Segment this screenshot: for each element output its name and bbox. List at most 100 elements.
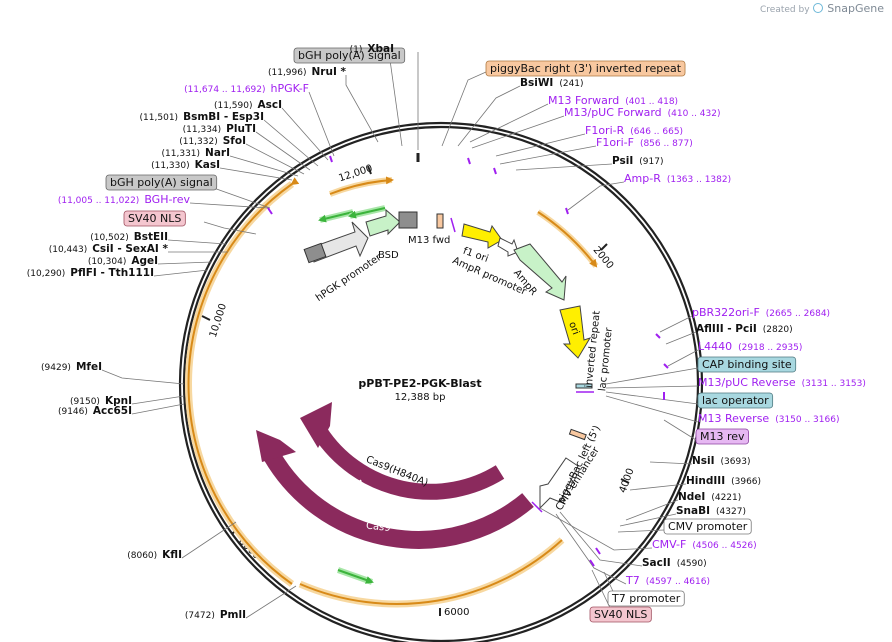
site-coordinate: (4506 .. 4526) xyxy=(692,541,756,551)
snapgene-branding: Created by SnapGene xyxy=(760,2,884,15)
annotation-piggybac-right-3-inverted-repeat: piggyBac right (3') inverted repeat xyxy=(485,60,686,77)
amp-primer-arc xyxy=(536,209,599,268)
feature-box xyxy=(485,60,686,77)
tick-label-10000: 10,000 xyxy=(208,302,229,339)
annotation-f1ori-f: F1ori-F(856 .. 877) xyxy=(596,136,693,149)
primer-name: M13 Reverse xyxy=(698,412,769,425)
outer-orange-arc-left-line xyxy=(187,177,300,585)
site-coordinate: (241) xyxy=(559,79,583,89)
feature-label: lac operator xyxy=(702,394,769,407)
leader-line xyxy=(153,269,209,277)
cas9-arrow-body xyxy=(264,451,534,549)
leader-line xyxy=(495,133,586,157)
lac-operator-block xyxy=(575,383,593,389)
site-coordinate: (2918 .. 2935) xyxy=(738,343,802,353)
annotation-kpni: KpnI(9150) xyxy=(70,395,132,407)
leader-line xyxy=(555,513,627,585)
outer-annotation-labels: bGH poly(A) signal XbaI (1) piggyBac right … xyxy=(27,43,866,623)
site-coordinate: (9146) xyxy=(58,407,88,417)
leader-line xyxy=(229,155,299,177)
annotation-snabi: SnaBI(4327) xyxy=(676,505,746,517)
enzyme-name: SacII xyxy=(642,557,671,569)
leader-line xyxy=(539,507,653,551)
site-coordinate: (1) xyxy=(350,45,363,55)
ampr-promoter-arrow xyxy=(497,237,519,257)
annotation-m13-puc-forward: M13/pUC Forward(410 .. 432) xyxy=(564,106,720,119)
feature-box xyxy=(607,590,685,607)
enzyme-name: MfeI xyxy=(76,361,102,373)
enzyme-name: SfoI xyxy=(223,135,246,147)
site-coordinate: (3693) xyxy=(721,457,751,467)
leader-line xyxy=(457,85,521,147)
enzyme-name: BsiWI xyxy=(520,77,553,89)
enzyme-name: Acc65I xyxy=(93,405,132,417)
leader-line xyxy=(131,403,185,415)
annotation-t7-promoter: T7 promoter xyxy=(607,590,685,607)
site-coordinate: (11,590) xyxy=(214,101,253,111)
annotation-pluti: PluTI(11,334) xyxy=(183,123,256,135)
leader-line xyxy=(471,115,565,149)
green-arrow-top-line xyxy=(318,211,354,223)
tick-mark-12000 xyxy=(367,165,372,175)
feature-label: bGH poly(A) signal xyxy=(110,176,213,189)
site-coordinate: (10,290) xyxy=(27,269,66,279)
enzyme-name: KasI xyxy=(195,159,220,171)
leader-line xyxy=(499,145,597,165)
site-coordinate: (3131 .. 3153) xyxy=(802,379,866,389)
annotation-csii-sexai: CsiI - SexAI * (10,443) xyxy=(49,243,169,255)
annotation-cmv-f: CMV-F(4506 .. 4526) xyxy=(652,538,757,551)
site-coordinate: (1363 .. 1382) xyxy=(667,175,731,185)
annotation-ndei: NdeI(4221) xyxy=(678,491,741,503)
tick-mark-4000 xyxy=(620,478,630,484)
annotation-pmli: PmlI(7472) xyxy=(185,609,246,621)
site-coordinate: (2665 .. 2684) xyxy=(766,309,830,319)
leader-line xyxy=(605,391,699,405)
cmv-enhancer-arrow xyxy=(539,457,579,510)
site-coordinate: (9429) xyxy=(41,363,71,373)
amp-primer-arc-line xyxy=(537,211,598,268)
annotation-m13-puc-reverse: M13/pUC Reverse(3131 .. 3153) xyxy=(698,376,866,389)
enzyme-name: XbaI xyxy=(367,43,394,55)
leader-line xyxy=(625,499,679,521)
annotation-f1ori-r: F1ori-R(646 .. 665) xyxy=(585,124,683,137)
site-coordinate: (10,443) xyxy=(49,245,88,255)
leader-line xyxy=(667,349,699,367)
enzyme-name: CsiI - SexAI * xyxy=(92,243,168,255)
enzyme-name: AflIII - PciI xyxy=(696,323,757,335)
leader-line xyxy=(219,167,293,181)
annotation-sfoi: SfoI(11,332) xyxy=(179,135,246,147)
leader-line xyxy=(629,483,687,491)
annotation-l4440: L4440(2918 .. 2935) xyxy=(698,340,802,353)
site-coordinate: (4327) xyxy=(716,507,746,517)
primer-mark-hpgk-f xyxy=(329,155,333,163)
cas9-arrowhead xyxy=(256,430,296,462)
annotation-psii: PsiI(917) xyxy=(612,155,663,167)
cas9-h840a-arrowhead xyxy=(300,402,332,448)
annotation-lac-operator: lac operator xyxy=(697,392,774,409)
created-by-text: Created by xyxy=(760,5,810,15)
m13-fwd-primer-mark xyxy=(450,217,456,233)
outer-orange-arc-left xyxy=(185,181,295,587)
feature-box xyxy=(695,428,749,445)
primer-marks xyxy=(267,155,669,567)
annotation-t7: T7(4597 .. 4616) xyxy=(625,574,710,587)
primer-mark-l4440 xyxy=(663,363,669,369)
leader-line xyxy=(167,239,227,245)
primer-name: F1ori-F xyxy=(596,136,634,149)
leader-line xyxy=(659,315,693,333)
inner-label-ori: ori xyxy=(566,320,581,336)
leader-line xyxy=(605,385,699,389)
enzyme-name: KpnI xyxy=(105,395,132,407)
site-coordinate: (4597 .. 4616) xyxy=(646,577,710,587)
annotation-kfli: KflI(8060) xyxy=(127,549,182,561)
leader-line xyxy=(649,461,693,465)
enzyme-name: NdeI xyxy=(678,491,705,503)
enzyme-name: HindIII xyxy=(686,475,725,487)
site-coordinate: (11,334) xyxy=(183,125,222,135)
enzyme-name: AgeI xyxy=(131,255,158,267)
leader-line xyxy=(181,521,237,559)
leader-line xyxy=(515,163,613,171)
leader-line xyxy=(469,103,549,143)
site-coordinate: (11,501) xyxy=(140,113,179,123)
